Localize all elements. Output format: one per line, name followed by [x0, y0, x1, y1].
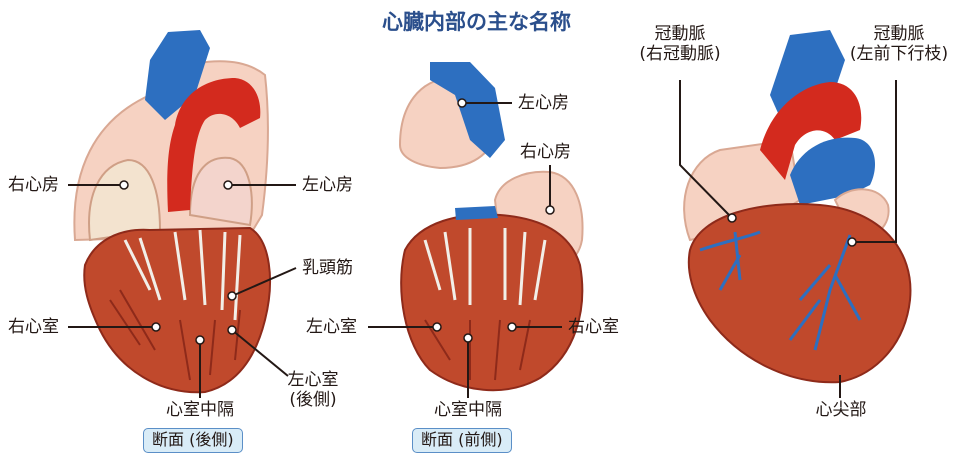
dot-left-septum — [195, 335, 205, 345]
dot-mid-left-ventricle — [432, 322, 442, 332]
label-left-left-ventricle-name: 左心室 — [287, 370, 339, 390]
middle-heart-model — [398, 62, 584, 392]
middle-model-vessel-top — [455, 206, 498, 220]
dot-left-right-atrium — [119, 180, 129, 190]
label-right-coronary-right-name: 冠動脈 — [654, 24, 706, 44]
label-right-coronary-left: 冠動脈 (左前下行枝) — [840, 24, 958, 64]
left-model-vena-cava — [145, 30, 210, 120]
caption-left-section: 断面 (後側) — [143, 428, 243, 453]
left-model-left-atrium-cavity — [188, 156, 253, 227]
dot-right-coronary-right — [727, 213, 737, 223]
dot-mid-left-atrium — [457, 98, 467, 108]
label-mid-left-ventricle: 左心室 — [306, 317, 357, 337]
right-model-coronary-vessels — [699, 230, 862, 351]
left-model-aorta — [167, 78, 261, 212]
left-model-chordae — [123, 229, 242, 321]
label-right-coronary-right-note: (右冠動脈) — [639, 44, 721, 64]
left-model-muscle-texture — [109, 289, 241, 381]
leader-left-papillary — [231, 267, 297, 297]
leader-left-left-ventricle — [231, 329, 289, 377]
leader-right-coronary-left — [852, 80, 897, 243]
dot-left-left-atrium — [223, 180, 233, 190]
leader-dots — [119, 98, 857, 345]
diagram-title: 心臓内部の主な名称 — [382, 10, 571, 34]
dot-left-right-ventricle — [151, 322, 161, 332]
right-model-aorta — [760, 82, 862, 180]
label-left-left-atrium: 左心房 — [302, 175, 353, 195]
label-mid-right-atrium: 右心房 — [520, 142, 571, 162]
dot-mid-right-ventricle — [507, 322, 517, 332]
leader-lines — [68, 80, 897, 398]
label-left-right-ventricle: 右心室 — [8, 317, 59, 337]
label-left-left-ventricle: 左心室 (後側) — [268, 370, 358, 410]
label-left-right-atrium: 右心房 — [8, 175, 59, 195]
right-model-ventricle — [687, 203, 912, 384]
dot-mid-septum — [463, 333, 473, 343]
label-right-coronary-right: 冠動脈 (右冠動脈) — [628, 24, 732, 64]
dot-left-left-ventricle — [227, 325, 237, 335]
leader-right-coronary-right — [679, 80, 733, 219]
dot-right-coronary-left — [847, 237, 857, 247]
right-model-pulmonary-vein — [790, 137, 875, 205]
right-heart-model — [683, 30, 912, 384]
middle-model-chordae — [423, 228, 547, 306]
label-left-papillary-muscle: 乳頭筋 — [302, 258, 353, 278]
dot-left-papillary — [227, 291, 237, 301]
label-right-coronary-left-name: 冠動脈 — [873, 24, 925, 44]
label-mid-left-atrium: 左心房 — [518, 93, 569, 113]
label-mid-right-ventricle: 右心室 — [568, 317, 619, 337]
dot-mid-right-atrium — [545, 205, 555, 215]
middle-model-upper-vein — [430, 62, 505, 158]
label-right-apex: 心尖部 — [815, 400, 867, 420]
label-mid-septum: 心室中隔 — [434, 400, 502, 420]
left-heart-model — [73, 30, 271, 394]
label-left-septum: 心室中隔 — [166, 400, 234, 420]
left-model-right-atrium-cavity — [88, 158, 162, 242]
label-right-coronary-left-note: (左前下行枝) — [849, 44, 949, 64]
label-left-left-ventricle-note: (後側) — [289, 390, 337, 410]
middle-model-muscle-texture — [424, 319, 531, 381]
caption-mid-section: 断面 (前側) — [412, 428, 512, 453]
middle-model-ventricle-muscle — [400, 213, 584, 392]
